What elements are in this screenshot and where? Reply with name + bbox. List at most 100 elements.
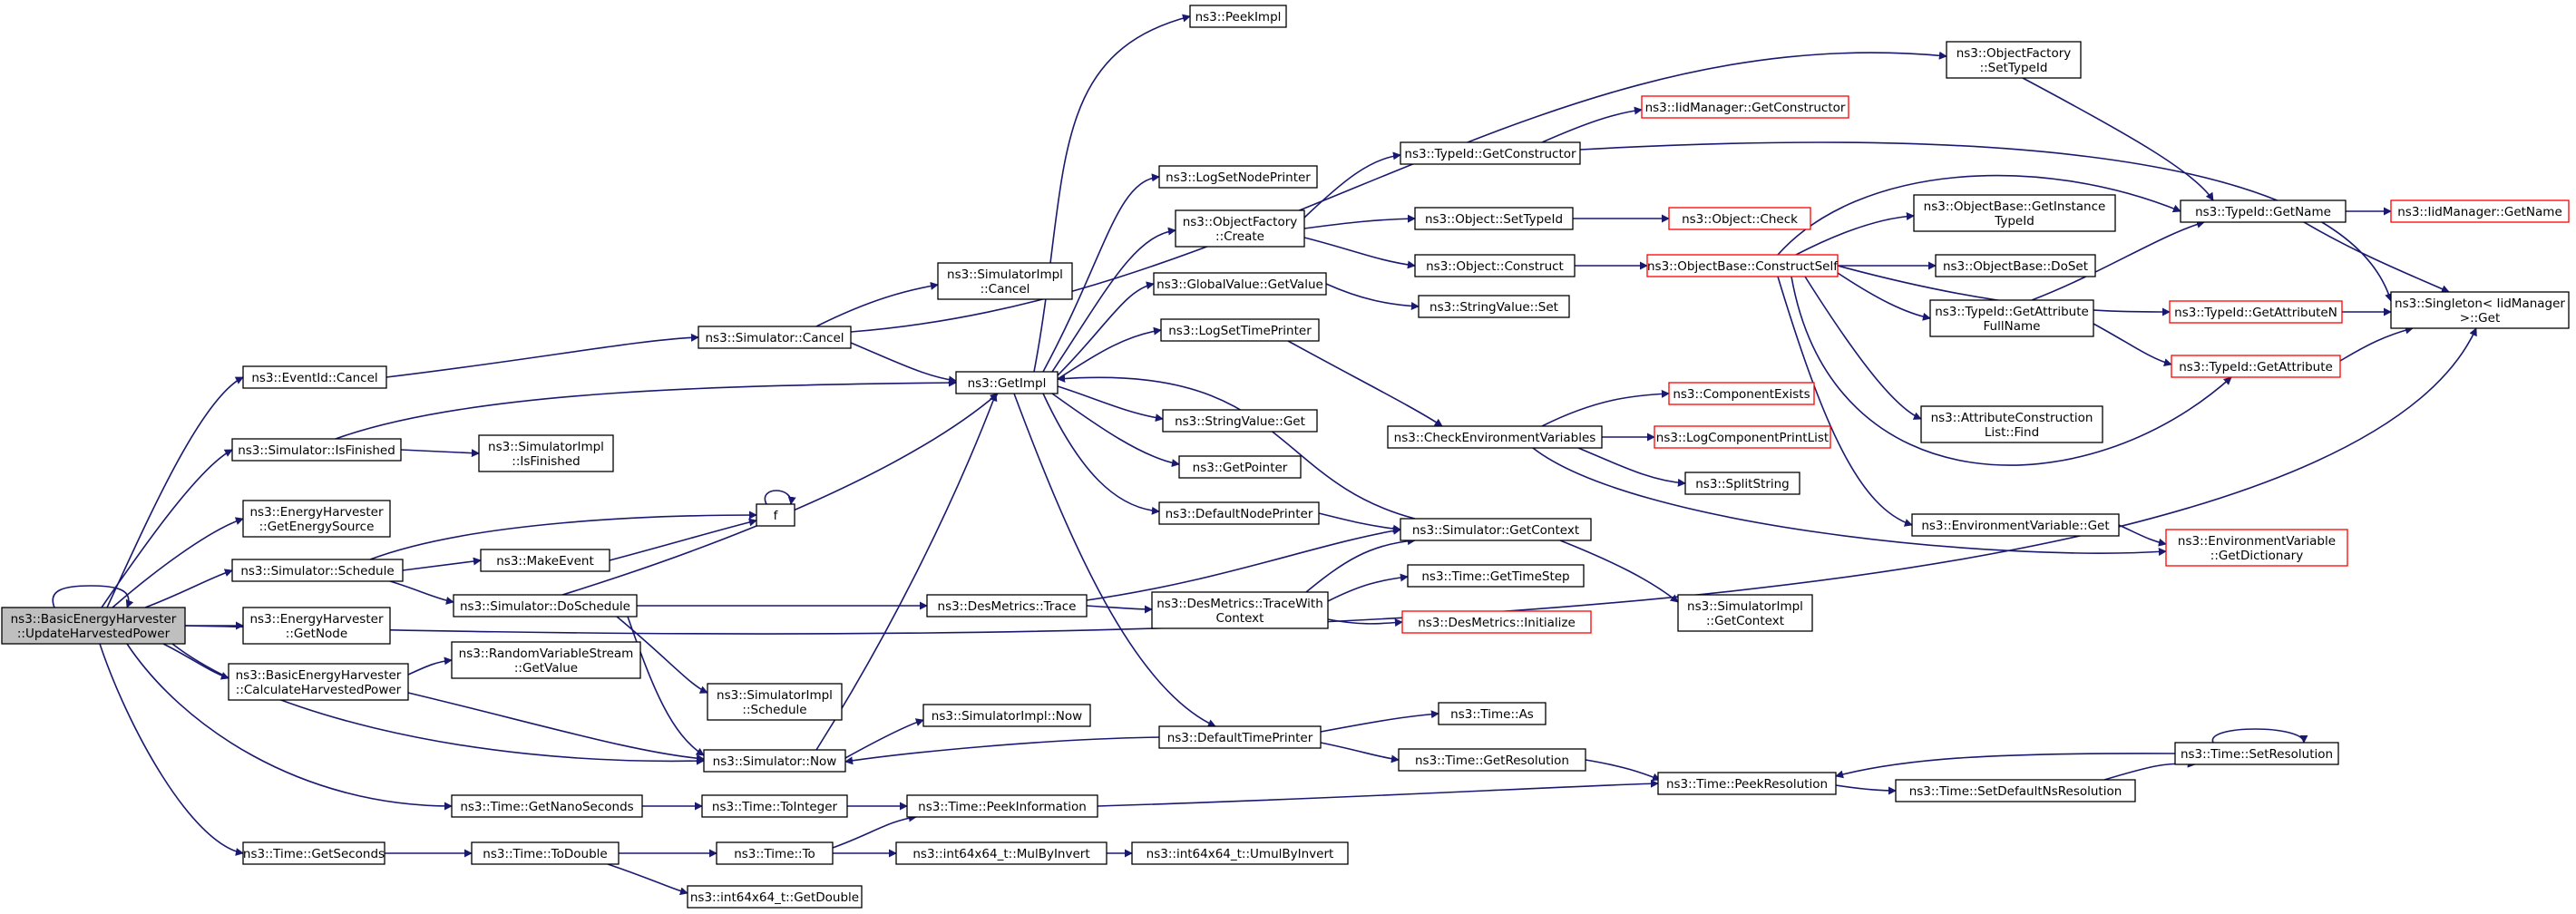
node-time-getnanoseconds[interactable]: ns3::Time::GetNanoSeconds: [451, 794, 643, 818]
node-simimpl-schedule[interactable]: ns3::SimulatorImpl::Schedule: [707, 683, 843, 721]
node-object-check[interactable]: ns3::Object::Check: [1668, 207, 1811, 230]
edge-root-to-eventid-cancel: [106, 376, 244, 608]
node-simimpl-getcontext[interactable]: ns3::SimulatorImpl::GetContext: [1677, 594, 1813, 632]
node-time-as[interactable]: ns3::Time::As: [1438, 702, 1547, 725]
node-typeid-getattributen[interactable]: ns3::TypeId::GetAttributeN: [2169, 300, 2343, 324]
node-int64-getdouble[interactable]: ns3::int64x64_t::GetDouble: [687, 885, 863, 909]
node-time-gettimestep[interactable]: ns3::Time::GetTimeStep: [1407, 564, 1585, 588]
edge-checkenvvars-to-envvar-getdictionary: [1532, 447, 2167, 557]
edge-root-to-time-getnanoseconds: [126, 643, 453, 811]
node-objbase-constructself[interactable]: ns3::ObjectBase::ConstructSelf: [1646, 254, 1839, 277]
edge-getimpl-to-globalvalue-getvalue: [1057, 281, 1155, 376]
node-objfactory-settypeid[interactable]: ns3::ObjectFactory::SetTypeId: [1946, 41, 2082, 79]
node-time-setdefaultnsresolution[interactable]: ns3::Time::SetDefaultNsResolution: [1895, 779, 2136, 802]
node-time-setresolution[interactable]: ns3::Time::SetResolution: [2174, 742, 2339, 765]
node-typeid-getattribute[interactable]: ns3::TypeId::GetAttribute: [2171, 355, 2341, 378]
node-logsetnodeprinter[interactable]: ns3::LogSetNodePrinter: [1158, 165, 1318, 189]
node-envvar-getdictionary[interactable]: ns3::EnvironmentVariable::GetDictionary: [2165, 529, 2348, 567]
node-rvs-getvalue[interactable]: ns3::RandomVariableStream::GetValue: [451, 641, 641, 679]
node-beh-calc[interactable]: ns3::BasicEnergyHarvester::CalculateHarv…: [228, 663, 409, 701]
node-simimpl-cancel[interactable]: ns3::SimulatorImpl::Cancel: [937, 262, 1073, 300]
node-eventid-cancel[interactable]: ns3::EventId::Cancel: [242, 365, 387, 389]
node-logsettimeprinter[interactable]: ns3::LogSetTimePrinter: [1160, 318, 1320, 342]
node-getpointer[interactable]: ns3::GetPointer: [1178, 455, 1302, 479]
edge-typeid-getattributefullname-to-typeid-getattribute: [2093, 323, 2172, 367]
node-label: ns3::Time::ToDouble: [483, 847, 607, 861]
node-label: ::Schedule: [742, 703, 806, 717]
node-singleton-get[interactable]: ns3::Singleton< IidManager >::Get: [2390, 291, 2570, 329]
node-box: [955, 371, 1059, 394]
node-checkenvvars[interactable]: ns3::CheckEnvironmentVariables: [1387, 425, 1603, 449]
node-time-peekinformation[interactable]: ns3::Time::PeekInformation: [906, 794, 1098, 818]
edge-logsettimeprinter-to-checkenvvars: [1287, 340, 1443, 427]
node-eh-getenergysource[interactable]: ns3::EnergyHarvester::GetEnergySource: [242, 500, 391, 538]
edge-time-getresolution-to-time-peekresolution: [1585, 759, 1661, 782]
node-iidmanager-getconstructor[interactable]: ns3::IidManager::GetConstructor: [1641, 95, 1849, 119]
node-peekimpl[interactable]: ns3::PeekImpl: [1189, 5, 1287, 28]
node-typeid-getname[interactable]: ns3::TypeId::GetName: [2180, 199, 2347, 223]
node-int64-umulbyinvert[interactable]: ns3::int64x64_t::UmulByInvert: [1131, 841, 1349, 865]
node-objfactory-create[interactable]: ns3::ObjectFactory::Create: [1175, 209, 1305, 248]
node-label: ns3::ObjectBase::ConstructSelf: [1647, 259, 1839, 274]
node-label: ns3::DefaultTimePrinter: [1167, 731, 1313, 745]
node-time-to[interactable]: ns3::Time::To: [716, 841, 834, 865]
node-root[interactable]: ns3::BasicEnergyHarvester::UpdateHarvest…: [1, 607, 186, 645]
node-sim-cancel[interactable]: ns3::Simulator::Cancel: [698, 326, 852, 349]
node-logcomponentprintlist[interactable]: ns3::LogComponentPrintList: [1654, 425, 1831, 449]
node-object-settypeid[interactable]: ns3::Object::SetTypeId: [1414, 207, 1574, 230]
node-box: [937, 262, 1073, 300]
edge-sim-isfinished-to-simimpl-isfinished: [400, 449, 480, 458]
node-defaulttimeprinter[interactable]: ns3::DefaultTimePrinter: [1158, 725, 1322, 749]
edge-objbase-constructself-to-objbase-getinstancetypeid: [1795, 212, 1915, 256]
node-int64-mulbyinvert[interactable]: ns3::int64x64_t::MulByInvert: [895, 841, 1107, 865]
node-label: ns3::EnergyHarvester: [250, 505, 384, 520]
node-splitstring[interactable]: ns3::SplitString: [1684, 472, 1800, 495]
node-box: [1401, 610, 1592, 634]
node-stringvalue-get[interactable]: ns3::StringValue::Get: [1162, 409, 1318, 433]
node-sim-doschedule[interactable]: ns3::Simulator::DoSchedule: [453, 594, 638, 617]
node-defaultnodeprinter[interactable]: ns3::DefaultNodePrinter: [1158, 501, 1320, 525]
node-f[interactable]: f: [756, 503, 795, 527]
node-simimpl-now[interactable]: ns3::SimulatorImpl::Now: [922, 704, 1091, 727]
node-label: ns3::CheckEnvironmentVariables: [1394, 431, 1596, 445]
node-getimpl[interactable]: ns3::GetImpl: [955, 371, 1059, 394]
node-time-getseconds[interactable]: ns3::Time::GetSeconds: [242, 841, 385, 865]
node-eh-getnode[interactable]: ns3::EnergyHarvester::GetNode: [242, 607, 391, 645]
node-desmetrics-trace[interactable]: ns3::DesMetrics::Trace: [926, 594, 1088, 617]
node-iidmanager-getname[interactable]: ns3::IidManager::GetName: [2390, 199, 2570, 223]
node-time-getresolution[interactable]: ns3::Time::GetResolution: [1398, 748, 1586, 772]
node-stringvalue-set[interactable]: ns3::StringValue::Set: [1418, 295, 1570, 318]
node-box: [1641, 95, 1849, 119]
node-time-tointeger[interactable]: ns3::Time::ToInteger: [701, 794, 848, 818]
node-object-construct[interactable]: ns3::Object::Construct: [1414, 254, 1576, 277]
node-typeid-getconstructor[interactable]: ns3::TypeId::GetConstructor: [1400, 141, 1581, 165]
node-label: ns3::EnvironmentVariable: [2178, 534, 2336, 549]
node-simimpl-isfinished[interactable]: ns3::SimulatorImpl::IsFinished: [478, 434, 614, 472]
node-makeevent[interactable]: ns3::MakeEvent: [480, 549, 610, 572]
node-sim-getcontext[interactable]: ns3::Simulator::GetContext: [1400, 518, 1592, 541]
node-sim-isfinished[interactable]: ns3::Simulator::IsFinished: [231, 438, 402, 462]
edge-desmetrics-tracewithcontext-to-desmetrics-initialize: [1327, 618, 1403, 627]
node-objbase-doset[interactable]: ns3::ObjectBase::DoSet: [1935, 254, 2096, 277]
node-globalvalue-getvalue[interactable]: ns3::GlobalValue::GetValue: [1153, 272, 1327, 296]
node-label: ::UpdateHarvestedPower: [17, 627, 171, 641]
node-label: ns3::EnvironmentVariable::Get: [1921, 519, 2109, 533]
node-label: ns3::SimulatorImpl: [947, 267, 1063, 282]
node-box: [1151, 591, 1329, 629]
node-time-todouble[interactable]: ns3::Time::ToDouble: [471, 841, 620, 865]
node-label: ns3::Object::SetTypeId: [1425, 212, 1563, 227]
node-sim-now[interactable]: ns3::Simulator::Now: [703, 749, 846, 773]
edge-sim-cancel-to-simimpl-cancel: [815, 281, 939, 327]
node-box: [471, 841, 620, 865]
node-sim-schedule[interactable]: ns3::Simulator::Schedule: [231, 559, 404, 582]
node-envvar-get[interactable]: ns3::EnvironmentVariable::Get: [1911, 513, 2120, 537]
node-componentexists[interactable]: ns3::ComponentExists: [1668, 382, 1815, 405]
node-desmetrics-initialize[interactable]: ns3::DesMetrics::Initialize: [1401, 610, 1592, 634]
node-label: ns3::DesMetrics::TraceWith: [1156, 597, 1323, 611]
node-box: [2165, 529, 2348, 567]
node-time-peekresolution[interactable]: ns3::Time::PeekResolution: [1657, 772, 1837, 795]
